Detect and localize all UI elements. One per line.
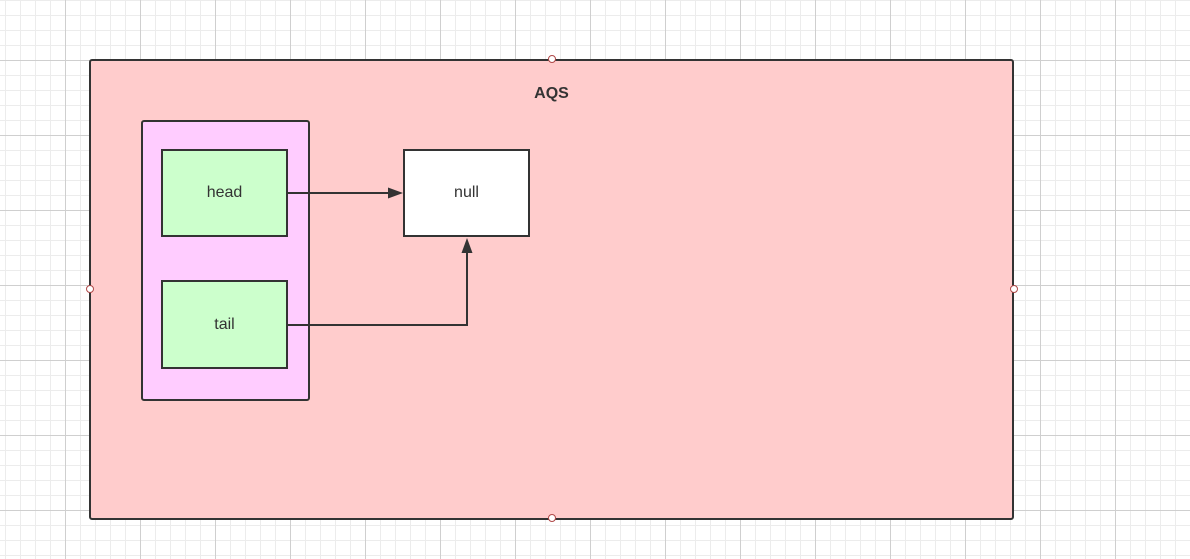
resize-handle-left[interactable] (86, 285, 94, 293)
arrowhead-up (461, 238, 473, 253)
edge-tail-to-null[interactable] (288, 238, 473, 326)
null-node-label: null (454, 184, 479, 201)
head-node-label: head (206, 184, 243, 201)
resize-handle-right[interactable] (1010, 285, 1018, 293)
aqs-title: AQS (534, 85, 569, 102)
resize-handle-bottom[interactable] (548, 514, 556, 522)
arrowhead-right (388, 187, 403, 199)
head-node[interactable]: head (161, 149, 288, 237)
resize-handle-top[interactable] (548, 55, 556, 63)
tail-node-label: tail (214, 315, 235, 333)
edge-head-to-null[interactable] (288, 187, 403, 199)
null-node[interactable]: null (403, 149, 530, 237)
tail-node[interactable]: tail (161, 280, 288, 369)
